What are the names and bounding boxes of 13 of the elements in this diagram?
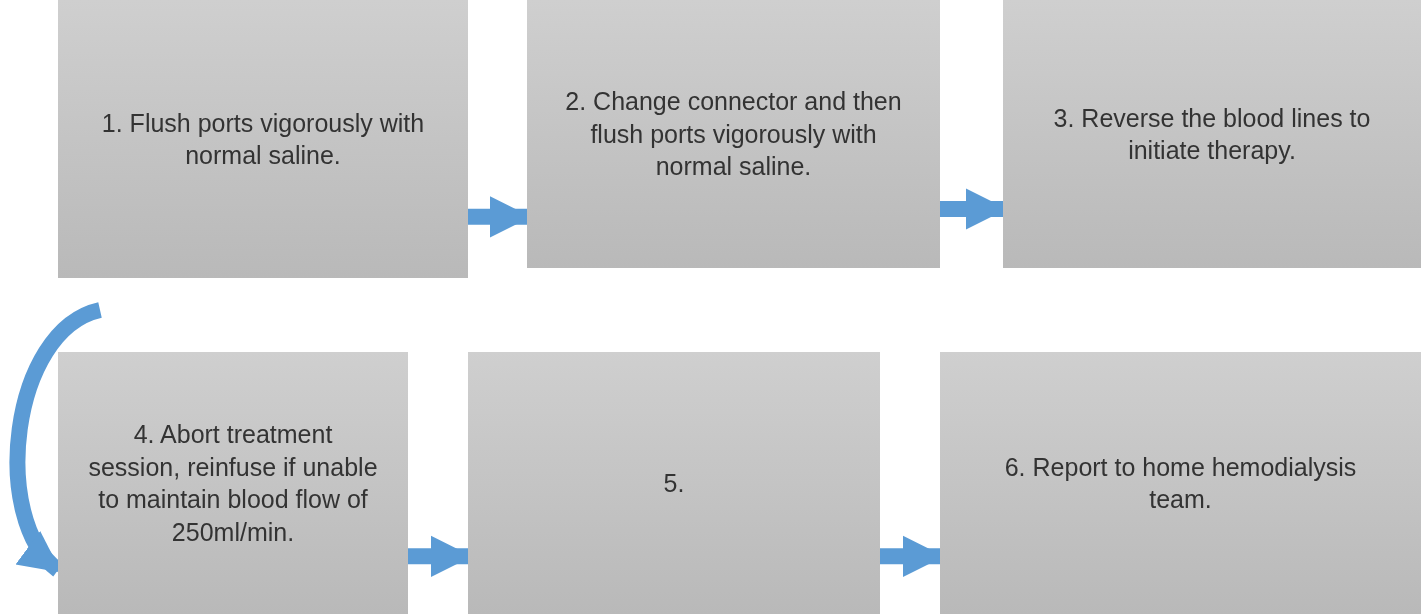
block-arrow xyxy=(9,302,103,576)
step-text: 6. Report to home hemodialysis team. xyxy=(1003,451,1358,515)
process-box xyxy=(468,352,880,614)
process-box xyxy=(940,352,1421,614)
step-text: 5. xyxy=(663,467,685,499)
process-box xyxy=(1003,0,1421,268)
process-box xyxy=(58,0,468,278)
process-box xyxy=(58,352,408,614)
step-text: 1. Flush ports vigorously with normal saline. xyxy=(100,107,426,171)
process-box xyxy=(527,0,940,268)
step-text: 3. Reverse the blood lines to initiate therapy. xyxy=(1052,102,1372,166)
step-text: 2. Change connector and then flush ports vigorously with normal saline. xyxy=(564,86,903,183)
step-text: 4. Abort treatment session, reinfuse if unable to maintain blood flow of 250ml/min. xyxy=(88,419,378,548)
